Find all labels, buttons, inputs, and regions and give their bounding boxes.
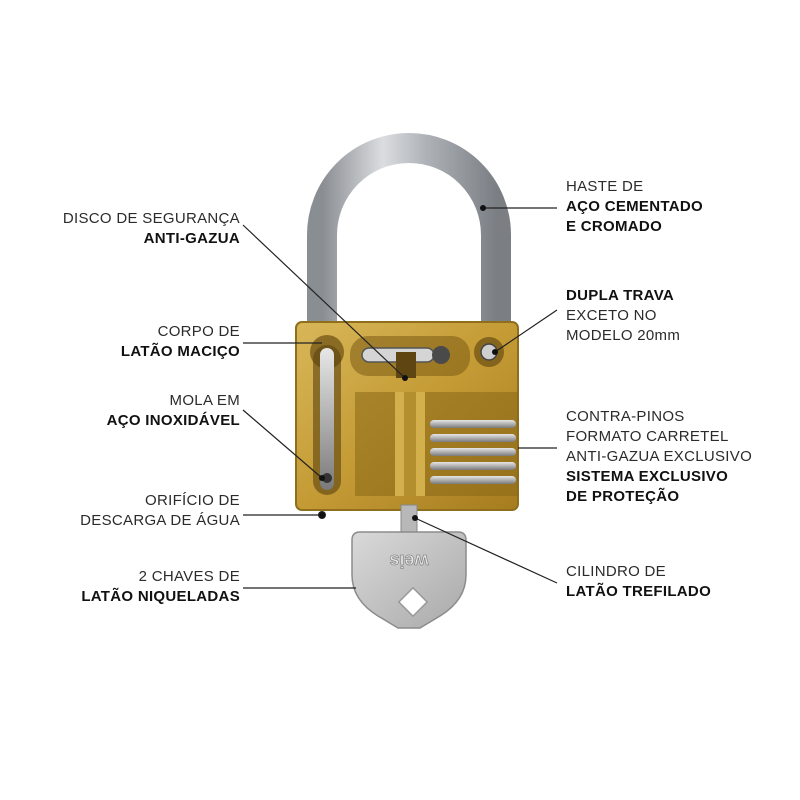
callout-counter-pins: CONTRA-PINOS FORMATO CARRETEL ANTI-GAZUA… <box>566 407 752 507</box>
callout-shackle-bold1: AÇO CEMENTADO <box>566 198 703 215</box>
callout-counter-pins-line1: CONTRA-PINOS <box>566 408 685 425</box>
callout-cylinder-line1: CILINDRO DE <box>566 563 666 580</box>
callout-drain-hole-line1: ORIFÍCIO DE <box>145 492 240 509</box>
callout-double-lock-line2: EXCETO NO <box>566 307 657 324</box>
callout-counter-pins-line2: FORMATO CARRETEL <box>566 428 729 445</box>
callout-security-disc: DISCO DE SEGURANÇA ANTI-GAZUA <box>63 209 240 249</box>
callout-double-lock-bold: DUPLA TRAVA <box>566 287 675 304</box>
shackle <box>307 133 511 330</box>
leader-lines <box>242 207 558 589</box>
callout-spring-line1: MOLA EM <box>169 392 240 409</box>
callout-body-line1: CORPO DE <box>157 323 240 340</box>
callout-cylinder: CILINDRO DE LATÃO TREFILADO <box>566 562 711 602</box>
callout-drain-hole: ORIFÍCIO DE DESCARGA DE ÁGUA <box>80 491 240 531</box>
callout-cylinder-bold: LATÃO TREFILADO <box>566 583 712 600</box>
pin-springs <box>430 420 516 484</box>
callout-security-disc-bold: ANTI-GAZUA <box>143 230 240 247</box>
lock-body <box>295 321 519 519</box>
callout-drain-hole-line2: DESCARGA DE ÁGUA <box>80 512 240 529</box>
callout-security-disc-line1: DISCO DE SEGURANÇA <box>62 210 240 227</box>
callout-counter-pins-line3: ANTI-GAZUA EXCLUSIVO <box>566 448 753 465</box>
callout-spring: MOLA EM AÇO INOXIDÁVEL <box>107 391 240 431</box>
callout-shackle-line1: HASTE DE <box>566 178 644 195</box>
callout-keys: 2 CHAVES DE LATÃO NIQUELADAS <box>81 567 240 607</box>
callout-keys-bold: LATÃO NIQUELADAS <box>81 588 240 605</box>
key-brand-mark: weis <box>389 551 429 571</box>
callout-body: CORPO DE LATÃO MACIÇO <box>121 322 240 362</box>
key: weis <box>351 504 467 629</box>
callout-keys-line1: 2 CHAVES DE <box>138 568 240 585</box>
callout-shackle: HASTE DE AÇO CEMENTADO E CROMADO <box>566 177 703 237</box>
callout-spring-bold: AÇO INOXIDÁVEL <box>106 412 240 429</box>
leader-dots <box>319 205 498 521</box>
callout-double-lock: DUPLA TRAVA EXCETO NO MODELO 20mm <box>566 286 680 346</box>
callout-counter-pins-bold1: SISTEMA EXCLUSIVO <box>566 468 729 485</box>
callout-counter-pins-bold2: DE PROTEÇÃO <box>566 488 680 505</box>
callout-body-bold: LATÃO MACIÇO <box>120 343 240 360</box>
callout-shackle-bold2: E CROMADO <box>566 218 663 235</box>
callout-double-lock-line3: MODELO 20mm <box>566 327 681 344</box>
